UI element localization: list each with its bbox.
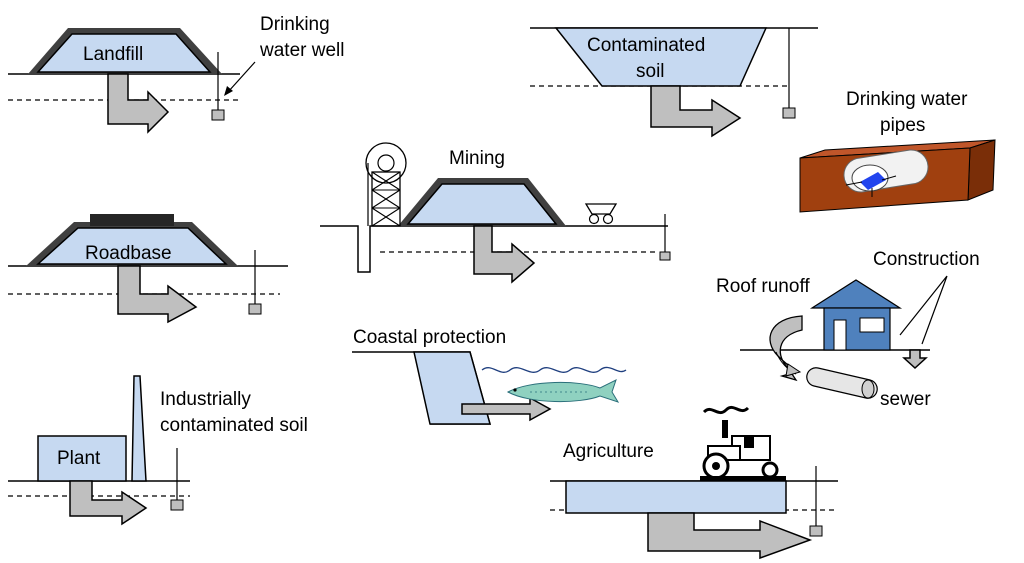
roadbase-label: Roadbase — [85, 243, 172, 264]
house-icon — [809, 279, 903, 351]
agriculture-label: Agriculture — [563, 441, 654, 462]
leach-arrow-icon — [650, 85, 742, 138]
industrially-contaminated-soil-label-1: Industrially — [160, 389, 251, 410]
pointer-arrow — [224, 61, 256, 96]
asphalt-layer — [90, 214, 174, 226]
water-surface — [481, 366, 627, 373]
leach-arrow-icon — [461, 396, 552, 422]
pointer-lines — [899, 275, 948, 345]
roadbase-body — [36, 227, 228, 265]
coastal-protection-label: Coastal protection — [353, 327, 506, 348]
drinking-water-well-label-1: Drinking — [260, 14, 330, 35]
chimney-icon — [131, 375, 147, 482]
sewer-label: sewer — [880, 389, 931, 410]
drinking-water-pipes-label-1: Drinking water — [846, 89, 968, 110]
drinking-water-well-label-2: water well — [259, 40, 344, 61]
mining-label: Mining — [449, 148, 505, 169]
drain-arrow-icon — [902, 349, 928, 370]
mine-headframe-icon — [365, 142, 407, 227]
agriculture-scenario: Agriculture — [550, 405, 838, 560]
coastal-protection-scenario: Coastal protection — [352, 327, 627, 425]
construction-label: Construction — [873, 249, 980, 270]
plant-scenario: Industrially contaminated soil Plant — [8, 375, 308, 526]
roadbase-scenario: Roadbase — [8, 214, 288, 324]
pipe-icon — [806, 367, 878, 399]
leach-arrow-icon — [107, 73, 170, 134]
plant-building — [37, 435, 127, 482]
drinking-water-pipes-scenario: Drinking water pipes — [799, 89, 996, 213]
leach-arrow-icon — [647, 512, 813, 560]
plant-label: Plant — [57, 448, 101, 469]
fish-icon — [506, 379, 620, 403]
leach-arrow-icon — [117, 265, 198, 324]
landfill-body — [36, 33, 212, 73]
contaminated-soil-label-1: Contaminated — [587, 35, 705, 56]
industrially-contaminated-soil-label-2: contaminated soil — [160, 415, 308, 436]
leach-arrow-icon — [473, 225, 536, 284]
agricultural-soil-layer — [565, 480, 787, 514]
landfill-scenario: Landfill Drinking water well — [8, 14, 344, 134]
contaminated-soil-body — [554, 27, 768, 87]
well-icon — [659, 214, 671, 261]
roof-runoff-label: Roof runoff — [716, 276, 810, 297]
landfill-label: Landfill — [83, 44, 143, 65]
pipe-icon — [843, 149, 929, 197]
construction-scenario: Construction Roof runoff sewer — [716, 249, 980, 410]
tractor-icon — [700, 405, 786, 481]
leach-arrow-icon — [69, 480, 148, 526]
contaminated-soil-scenario: Contaminated soil — [530, 27, 818, 138]
mine-cart-icon — [584, 203, 618, 225]
mining-waste-heap — [406, 183, 558, 225]
well-icon — [809, 466, 823, 537]
well-icon — [248, 250, 262, 315]
drinking-water-pipes-label-2: pipes — [880, 115, 925, 136]
well-icon — [211, 52, 225, 121]
mining-scenario: Mining — [320, 142, 671, 284]
well-icon — [782, 28, 796, 119]
well-icon — [170, 448, 184, 511]
contaminated-soil-label-2: soil — [636, 61, 665, 82]
